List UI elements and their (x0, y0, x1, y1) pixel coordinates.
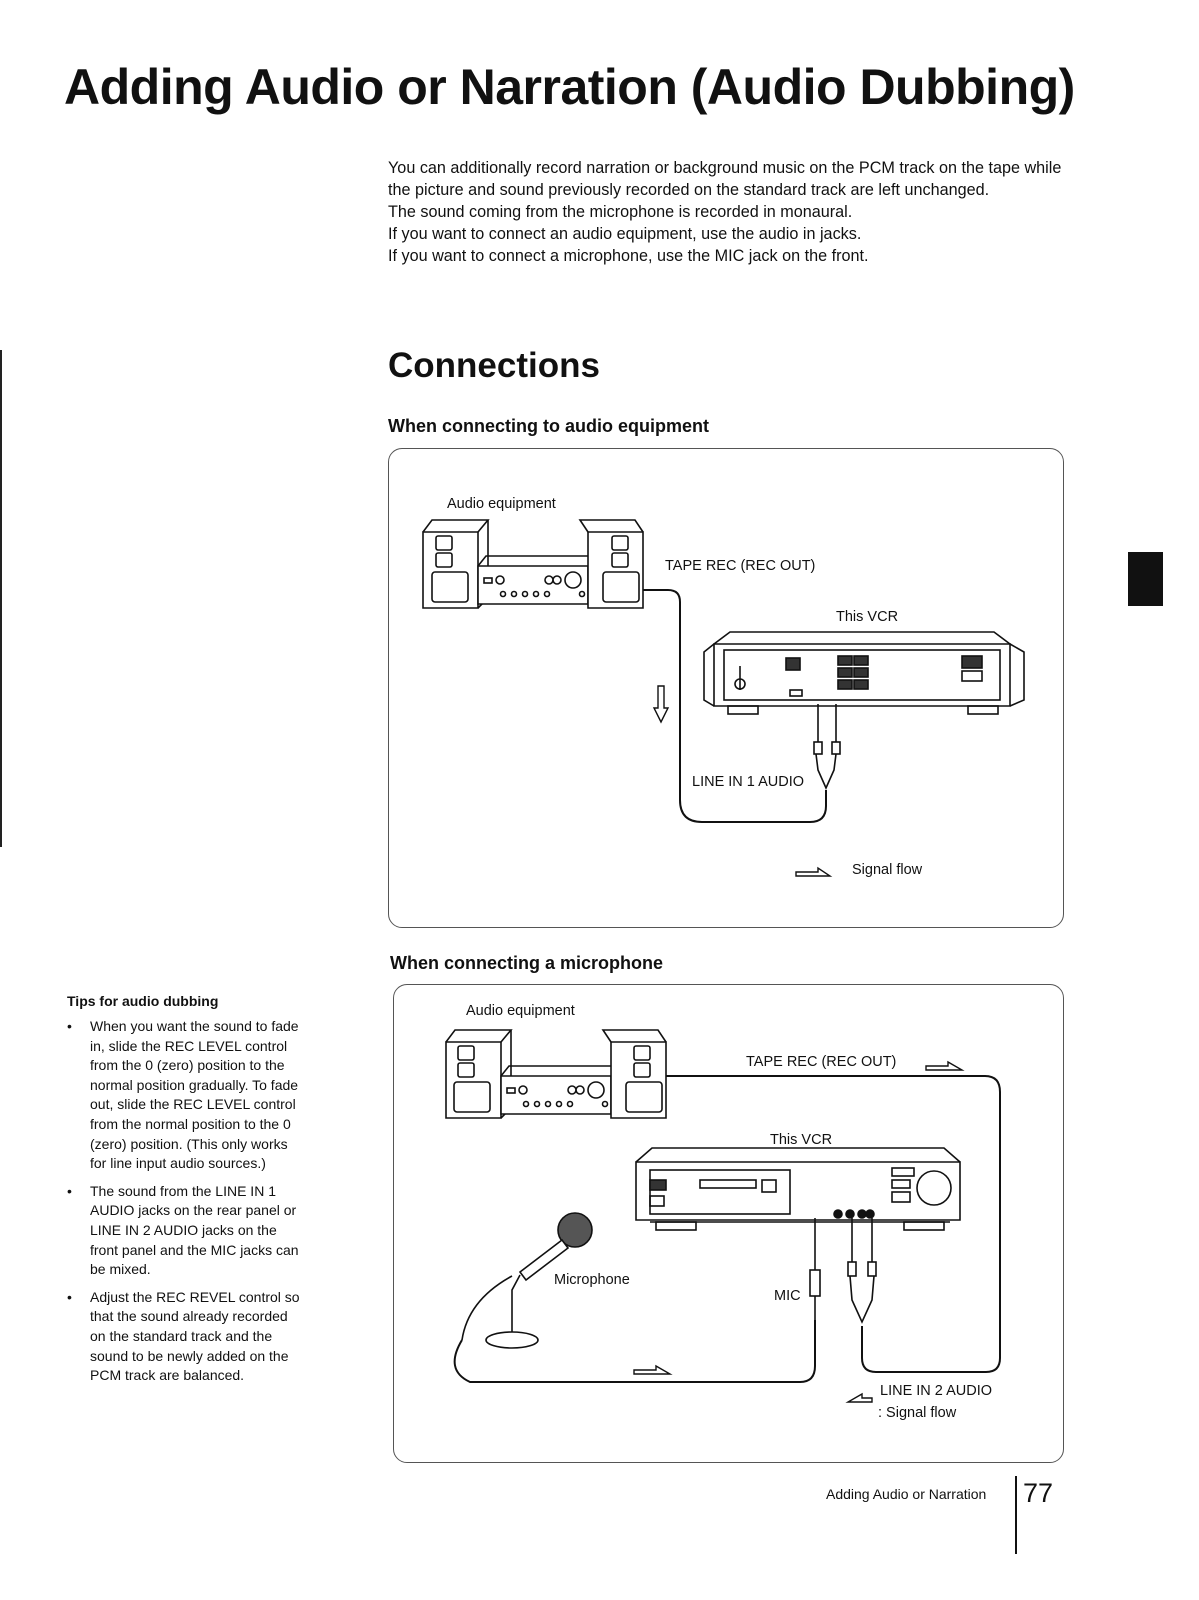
page-title: Adding Audio or Narration (Audio Dubbing… (64, 59, 1075, 115)
chapter-tab-marker (1128, 552, 1163, 606)
tip-text: The sound from the LINE IN 1 AUDIO jacks… (90, 1182, 299, 1278)
mic-plug-icon (809, 1218, 821, 1320)
intro-text: You can additionally record narration or… (388, 157, 1078, 267)
footer-divider (1015, 1476, 1017, 1554)
rca-plugs-icon (813, 704, 841, 790)
signal-arrow-down-icon (652, 685, 670, 724)
intro-paragraph: The sound coming from the microphone is … (388, 203, 853, 221)
left-speaker-icon (445, 1029, 513, 1119)
rca-plugs-icon (847, 1218, 877, 1324)
vcr-front-panel-icon (635, 1147, 961, 1231)
intro-paragraph: You can additionally record narration or… (388, 159, 1062, 199)
microphone-icon (461, 1212, 593, 1349)
list-item: • The sound from the LINE IN 1 AUDIO jac… (67, 1182, 307, 1280)
list-item: • When you want the sound to fade in, sl… (67, 1017, 307, 1174)
bullet: • (67, 1182, 72, 1199)
page-number: 77 (1023, 1478, 1054, 1508)
signal-arrow-right-icon (925, 1060, 965, 1071)
list-item: • Adjust the REC REVEL control so that t… (67, 1288, 307, 1386)
footer-section-name: Adding Audio or Narration (826, 1486, 987, 1502)
label-line-in-2: LINE IN 2 AUDIO (880, 1383, 993, 1399)
diagram1-heading: When connecting to audio equipment (388, 416, 709, 436)
diagram2-heading: When connecting a microphone (390, 953, 664, 973)
tip-text: Adjust the REC REVEL control so that the… (90, 1288, 300, 1384)
tip-text: When you want the sound to fade in, slid… (90, 1018, 299, 1172)
label-mic: MIC (774, 1288, 801, 1304)
diagram2-panel (393, 984, 1064, 1463)
amplifier-icon (500, 1065, 621, 1115)
signal-arrow-right-icon (633, 1364, 673, 1375)
label-tape-rec: TAPE REC (REC OUT) (665, 558, 816, 574)
label-audio-equipment: Audio equipment (447, 496, 556, 512)
section-title-connections: Connections (388, 346, 600, 385)
tips-title: Tips for audio dubbing (67, 993, 219, 1009)
label-signal-flow: : Signal flow (878, 1405, 957, 1421)
label-signal-flow: Signal flow (852, 862, 923, 878)
vcr-rear-panel-icon (703, 631, 1025, 715)
mic-cable (453, 1320, 816, 1383)
intro-paragraph: If you want to connect an audio equipmen… (388, 225, 862, 243)
bullet: • (67, 1018, 72, 1034)
signal-flow-legend-icon (845, 1392, 873, 1403)
intro-paragraph: If you want to connect a microphone, use… (388, 247, 869, 265)
bullet: • (67, 1288, 72, 1305)
label-this-vcr: This VCR (770, 1132, 833, 1148)
label-this-vcr: This VCR (836, 609, 899, 625)
amplifier-icon (477, 555, 598, 605)
label-line-in-1: LINE IN 1 AUDIO (692, 774, 805, 790)
diagram1-panel (388, 448, 1064, 928)
page-edge-rule (0, 350, 2, 847)
audio-cable (666, 1075, 1001, 1373)
label-tape-rec: TAPE REC (REC OUT) (746, 1054, 897, 1070)
signal-flow-legend-icon (795, 866, 833, 877)
audio-cable (643, 589, 827, 823)
right-speaker-icon (578, 519, 644, 609)
label-microphone: Microphone (554, 1272, 630, 1288)
label-audio-equipment: Audio equipment (466, 1003, 575, 1019)
right-speaker-icon (601, 1029, 667, 1119)
tips-list: • When you want the sound to fade in, sl… (67, 1017, 307, 1394)
